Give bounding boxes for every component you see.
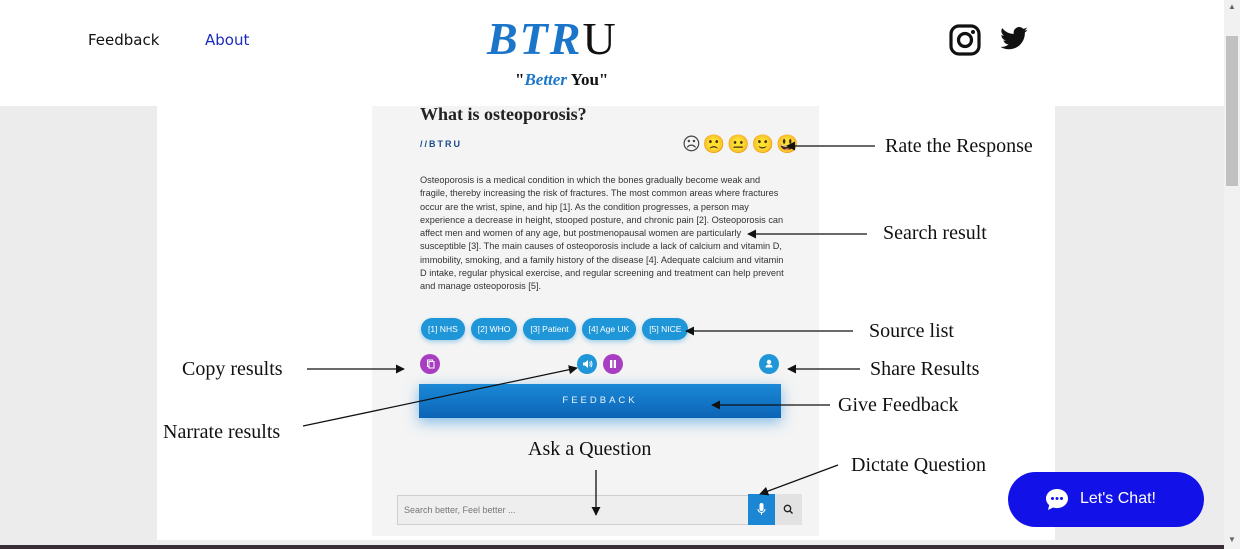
search-button[interactable] [775,494,802,525]
rating-face-very-happy-icon[interactable]: 😃 [776,134,799,154]
source-chip-who[interactable]: [2] WHO [470,318,518,340]
search-icon [783,504,793,514]
chat-button[interactable]: Let's Chat! [1008,472,1204,527]
brand-tag: //BTRU [420,139,462,149]
annotation-dictate-question: Dictate Question [851,454,986,476]
annotation-search-result: Search result [883,222,987,244]
annotation-share-results: Share Results [870,358,980,380]
rating-face-neutral-icon[interactable]: 😐 [727,134,750,154]
annotation-copy-results: Copy results [182,358,283,380]
scroll-up-arrow-icon[interactable]: ▲ [1228,2,1236,11]
site-header: Feedback About BTRU "Better You" [0,0,1224,106]
share-button[interactable] [759,354,779,374]
twitter-icon[interactable] [998,24,1030,59]
dictate-button[interactable] [748,494,775,525]
speaker-icon [583,360,593,368]
rating-face-very-sad-icon[interactable]: ☹ [682,134,701,154]
logo-plain-text: U [582,13,618,64]
tagline-better: Better [524,70,567,89]
rating-face-sad-icon[interactable]: 🙁 [702,134,726,154]
instagram-icon[interactable] [949,24,981,61]
microphone-icon [757,503,766,515]
source-chip-age-uk[interactable]: [4] Age UK [581,318,637,340]
search-result-text: Osteoporosis is a medical condition in w… [420,175,784,292]
annotation-ask-question: Ask a Question [528,438,652,460]
feedback-button[interactable]: FEEDBACK [419,384,781,418]
nav-feedback-link[interactable]: Feedback [88,31,160,49]
search-input[interactable] [397,495,751,525]
tagline-open: " [515,70,525,89]
logo-styled-text: BTR [487,13,583,64]
rating-face-happy-icon[interactable]: 🙂 [751,134,775,154]
copy-icon [427,359,435,369]
nav-about-link[interactable]: About [205,31,250,49]
annotation-rate-response: Rate the Response [885,135,1033,157]
tagline-rest: You" [566,70,609,89]
person-icon [765,359,773,368]
chat-button-label: Let's Chat! [1080,490,1156,507]
chat-bubble-icon [1046,489,1068,510]
taskbar-edge [0,545,1224,549]
scroll-down-arrow-icon[interactable]: ▼ [1228,535,1236,544]
question-title: What is osteoporosis? [420,104,587,124]
source-chip-patient[interactable]: [3] Patient [523,318,576,340]
source-chip-nice[interactable]: [5] NICE [642,318,689,340]
pause-icon [610,360,616,368]
annotation-source-list: Source list [869,320,954,342]
rating-faces: ☹ 🙁 😐 🙂 😃 [682,134,798,154]
copy-button[interactable] [420,354,440,374]
pause-button[interactable] [603,354,623,374]
annotation-narrate-results: Narrate results [163,421,281,443]
source-list: [1] NHS [2] WHO [3] Patient [4] Age UK [… [421,318,689,340]
annotation-give-feedback: Give Feedback [838,394,959,416]
narrate-button[interactable] [577,354,597,374]
tagline: "Better You" [515,70,608,90]
scrollbar-thumb[interactable] [1226,36,1238,186]
source-chip-nhs[interactable]: [1] NHS [421,318,465,340]
site-logo[interactable]: BTRU [487,14,618,64]
